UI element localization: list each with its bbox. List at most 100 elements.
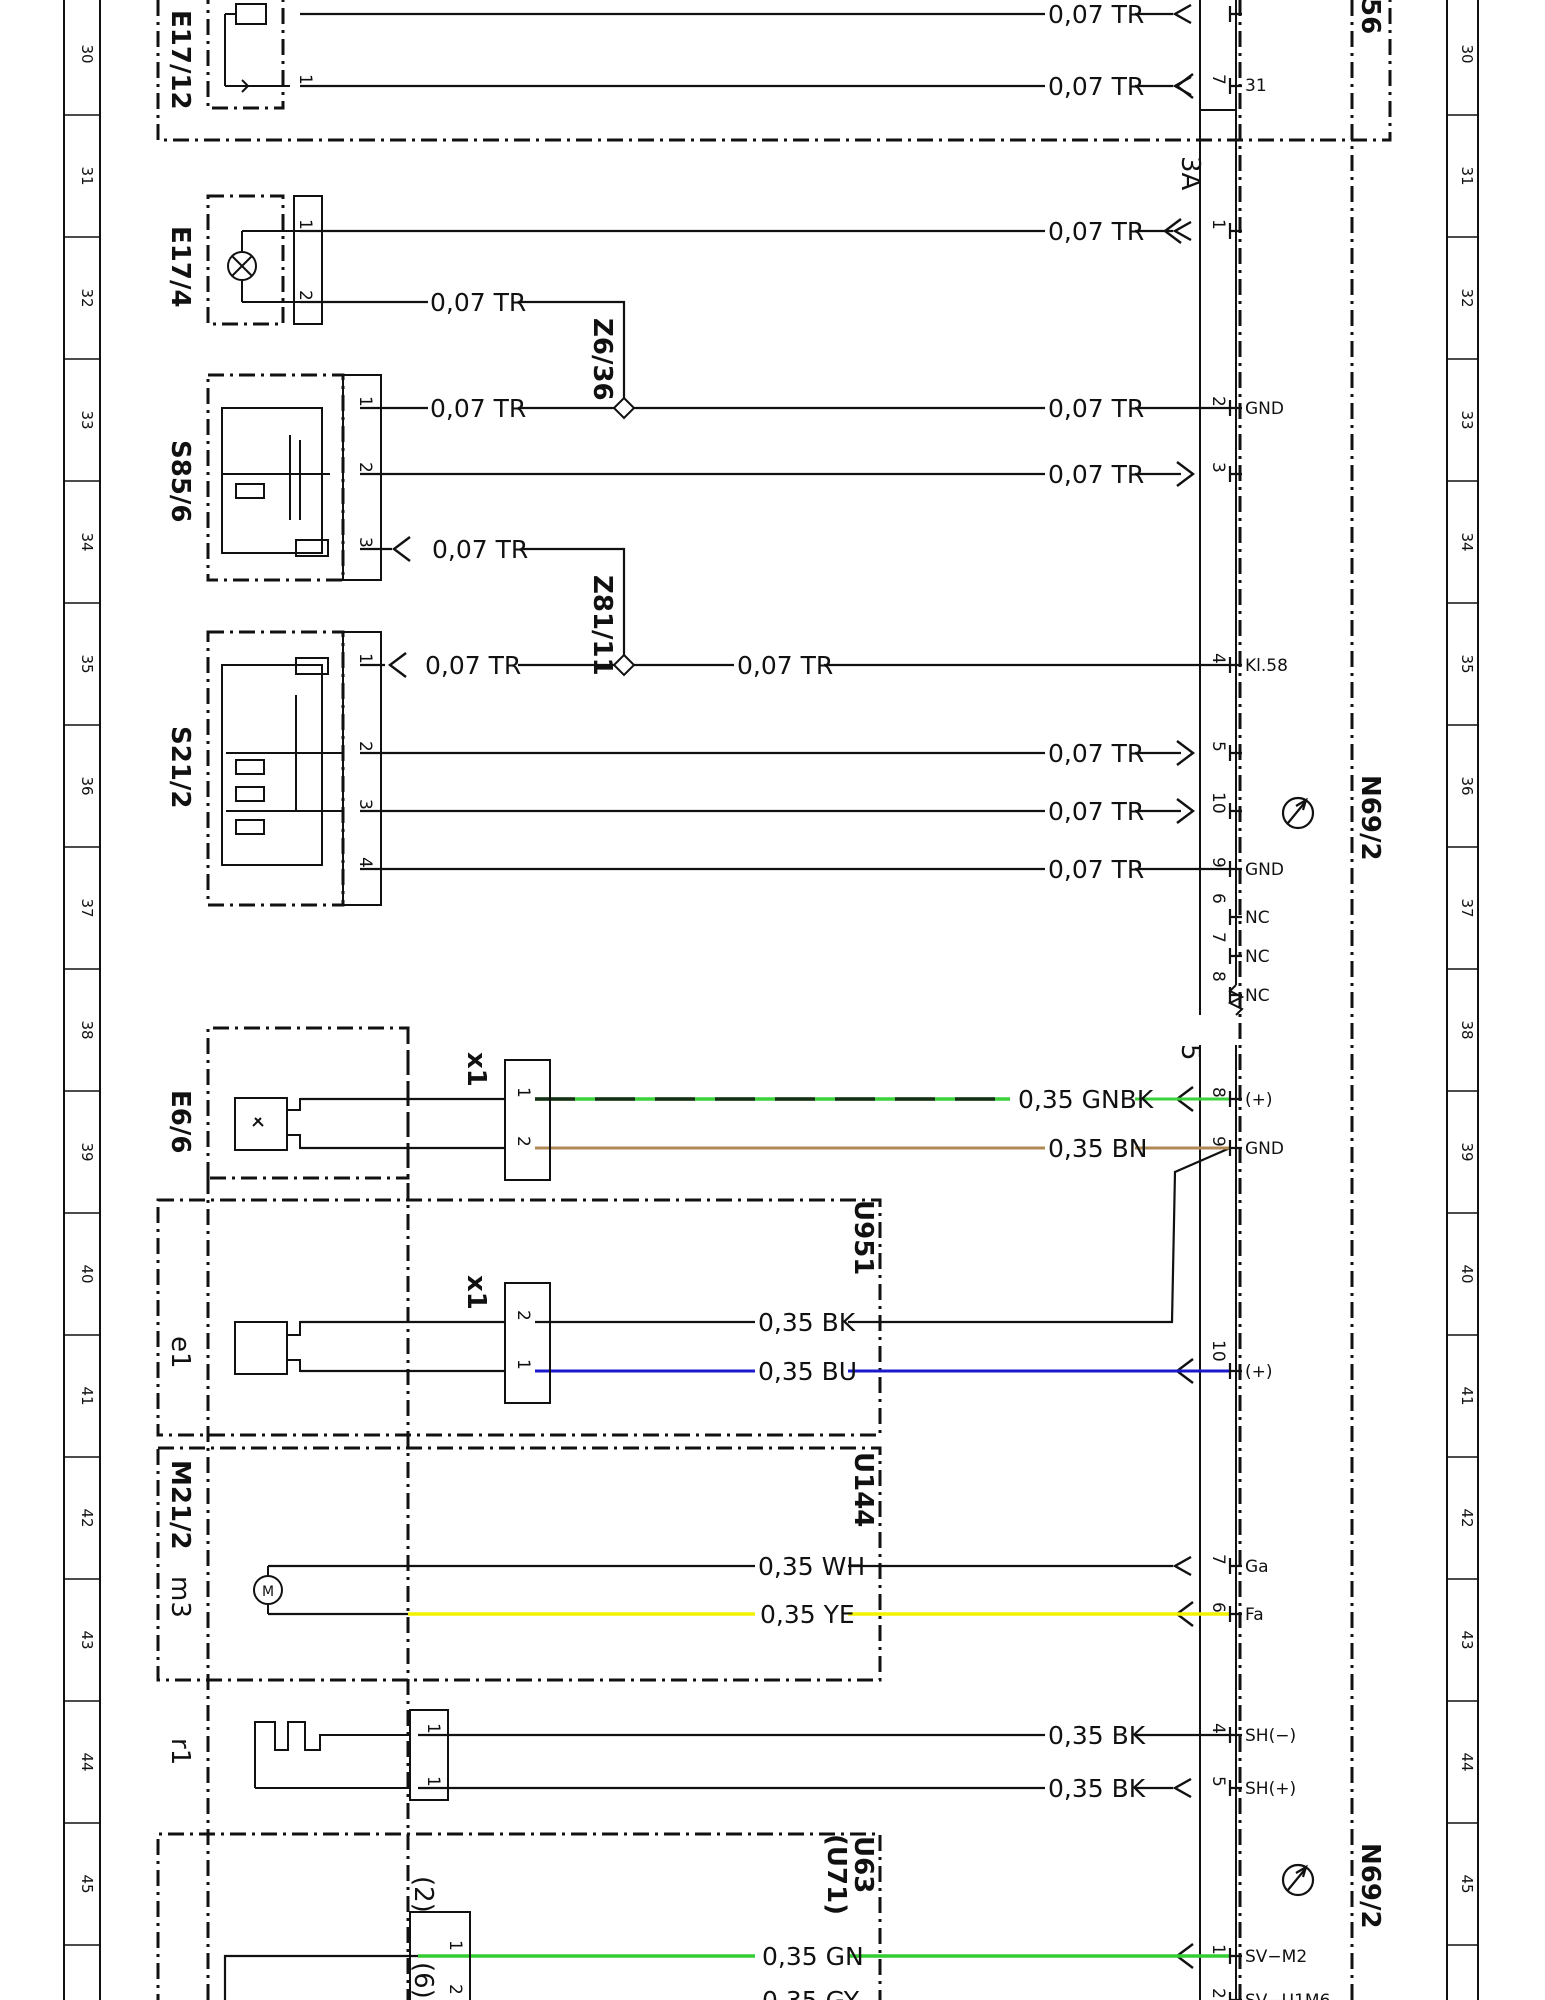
boundary-S85-6 — [206, 373, 345, 582]
row-number-right: 38 — [1458, 1020, 1476, 1039]
sensor-icon — [234, 1321, 408, 1375]
pin-number: 2 — [513, 1136, 533, 1147]
connector-label-paren: (6) — [408, 1962, 438, 1999]
pin-number: 1 — [295, 219, 315, 230]
wire-label: 0,07 TR — [1048, 855, 1144, 884]
component-label-U951: U951 — [848, 1200, 878, 1275]
pin-number: 1 — [355, 653, 375, 664]
wire-label: 0,07 TR — [1048, 0, 1144, 29]
signal-label: (+) — [1245, 1090, 1273, 1110]
wire-label: 0,07 TR — [1048, 217, 1144, 246]
row-number-left: 44 — [78, 1752, 96, 1771]
pin-number: 1 — [295, 74, 315, 85]
row-number-right: 40 — [1458, 1264, 1476, 1283]
arrow-E17-4-pin2-entry — [1163, 218, 1182, 244]
wire-label: 0,35 BU — [758, 1357, 857, 1386]
row-number-left: 34 — [78, 532, 96, 551]
boundary-U951 — [156, 1198, 882, 1437]
pin-number: 3 — [355, 799, 375, 810]
component-label-M21-2: M21/2 — [165, 1460, 195, 1550]
wire-labels: 0,07 TR 0,07 TR 0,07 TR 0,07 TR 0,07 TR … — [425, 0, 1154, 2000]
connector-label-x1: x1 — [461, 1275, 491, 1310]
pin-number: 7 — [1208, 1554, 1228, 1565]
boundary-U63 — [156, 1832, 882, 2000]
splice-label-Z6-36: Z6/36 — [587, 318, 617, 401]
component-label-U63: U63 — [848, 1836, 878, 1893]
wire-label: 0,07 TR — [425, 651, 521, 680]
row-number-right: 41 — [1458, 1386, 1476, 1405]
wire-label: 0,07 TR — [1048, 739, 1144, 768]
pin-number: 8 — [1208, 971, 1228, 982]
pin-number: 3 — [355, 537, 375, 548]
row-number-left: 38 — [78, 1020, 96, 1039]
boundary-top-frame — [156, 0, 1392, 142]
boundary-U144 — [156, 1446, 882, 1682]
component-label-S85-6: S85/6 — [165, 440, 195, 523]
wire-label: 0,35 BN — [1048, 1134, 1147, 1163]
component-label-E17-4: E17/4 — [165, 226, 195, 308]
arrow-E17-12-pin2 — [1175, 73, 1194, 99]
row-number-right: 34 — [1458, 532, 1476, 551]
ground-icon — [1281, 796, 1315, 1897]
E17-12-symbol — [224, 3, 290, 93]
wire-label: 0,07 TR — [1048, 797, 1144, 826]
pin-number: 9 — [1208, 857, 1228, 868]
row-number-left: 31 — [78, 166, 96, 185]
wire-label: 0,35 GNBK — [1018, 1085, 1154, 1114]
arrow-S85-6-pin2 — [1176, 461, 1195, 487]
signal-label: Fa — [1245, 1605, 1264, 1625]
connector-label-paren: (2) — [408, 1876, 438, 1913]
row-number-right: 45 — [1458, 1874, 1476, 1893]
arrow-S21-2-pin2 — [1176, 740, 1195, 766]
pin-number: 1 — [513, 1087, 533, 1098]
boundary-E17-12 — [206, 0, 285, 110]
connector-group-3A: 3A — [1175, 156, 1205, 191]
pin-number: 1 — [423, 1776, 443, 1787]
component-label-E17-12: E17/12 — [165, 10, 195, 110]
splice-Z81-11 — [612, 653, 636, 677]
svg-text:M: M — [262, 1584, 274, 1600]
signal-label: NC — [1245, 908, 1270, 928]
signal-label: Ga — [1245, 1557, 1269, 1577]
heater-icon — [254, 1709, 449, 1801]
pin-number: 1 — [445, 1940, 465, 1951]
row-number-right: 42 — [1458, 1508, 1476, 1527]
pin-number: 5 — [1208, 741, 1228, 752]
wire-label: 0,35 YE — [760, 1600, 855, 1629]
signal-label: SV−M2 — [1245, 1947, 1307, 1967]
pin-number: 8 — [1208, 1087, 1228, 1098]
signal-label: GND — [1245, 399, 1284, 419]
pin-number: 10 — [1208, 1340, 1228, 1362]
row-number-right: 44 — [1458, 1752, 1476, 1771]
row-number-right: 39 — [1458, 1142, 1476, 1161]
U63-connector — [409, 1911, 471, 2000]
row-ruler-left — [63, 0, 101, 2000]
wire-label: 0,07 TR — [737, 651, 833, 680]
pin-number: 6 — [1208, 1602, 1228, 1613]
switch-icon — [221, 631, 382, 906]
pin-stubs — [1228, 6, 1242, 2000]
pin-number: 1 — [1208, 1944, 1228, 1955]
sensor-icon — [234, 1097, 408, 1151]
row-number-right: 32 — [1458, 288, 1476, 307]
wire-U951-bk — [300, 1146, 1231, 1324]
signal-label: NC — [1245, 947, 1270, 967]
row-number-left: 40 — [78, 1264, 96, 1283]
connector-group-5: 5 — [1175, 1044, 1205, 1061]
component-label-e1: e1 — [165, 1336, 195, 1369]
row-number-left: 36 — [78, 776, 96, 795]
signal-label: SV−U1M6 — [1245, 1991, 1330, 2000]
row-number-right: 35 — [1458, 654, 1476, 673]
signal-label: 31 — [1245, 76, 1267, 96]
row-number-right: 36 — [1458, 776, 1476, 795]
arrow-S21-2-pin1 — [388, 652, 407, 678]
pin-number: 9 — [1208, 1136, 1228, 1147]
component-label-U144: U144 — [848, 1452, 878, 1527]
wire-label: 0,07 TR — [430, 394, 526, 423]
signal-label: (+) — [1245, 1362, 1273, 1382]
wire-label: 0,07 TR — [1048, 394, 1144, 423]
pin-number: 2 — [513, 1310, 533, 1321]
wire-label: 0,35 BK — [1048, 1774, 1146, 1803]
component-label-N69-2: N69/2 — [1355, 775, 1385, 861]
wire-S85-6-pin3 — [360, 547, 626, 665]
